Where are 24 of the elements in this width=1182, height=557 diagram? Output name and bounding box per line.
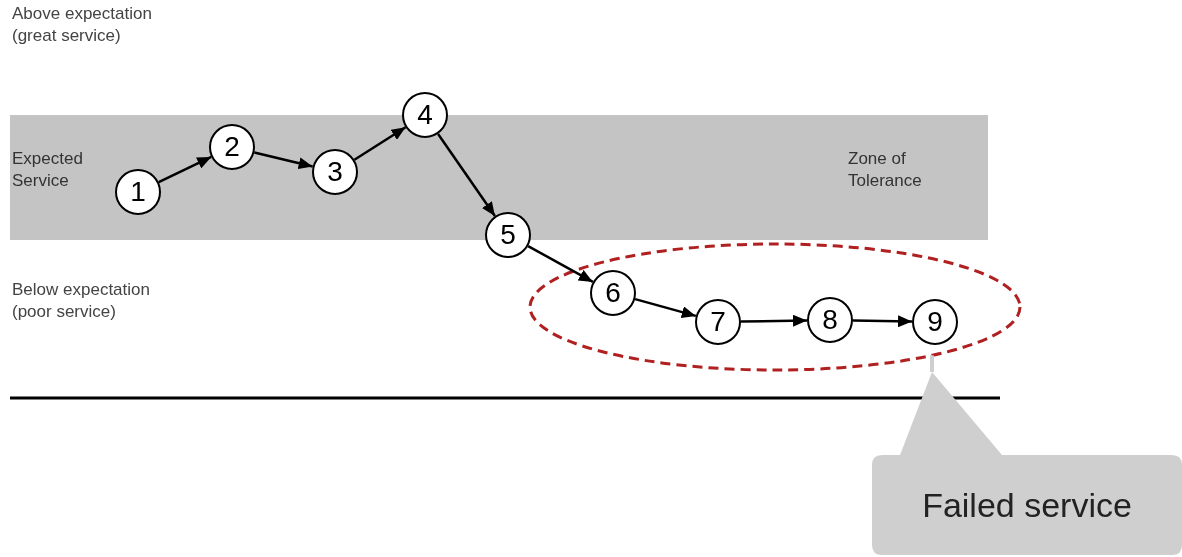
- band-label: Expected Service: [12, 148, 84, 192]
- step-circle: 6: [590, 270, 636, 316]
- zone-label: Zone of Tolerance: [848, 148, 923, 192]
- arrow: [353, 126, 407, 161]
- dashed-ellipse: [528, 242, 1022, 372]
- expectation-label: Below expectation (poor service): [12, 279, 151, 323]
- arrow: [740, 314, 808, 327]
- arrow: [852, 315, 913, 328]
- expectation-label: Above expectation (great service): [12, 3, 153, 47]
- step-circle: 5: [485, 212, 531, 258]
- callout-bubble: Failed service: [872, 372, 1182, 555]
- step-circle: 3: [312, 149, 358, 195]
- step-circle: 4: [402, 92, 448, 138]
- arrow: [158, 155, 212, 184]
- arrow: [527, 245, 594, 283]
- arrow: [634, 297, 697, 318]
- step-circle: 7: [695, 299, 741, 345]
- arrow: [437, 133, 496, 217]
- step-circle: 1: [115, 169, 161, 215]
- arrow: [254, 151, 313, 170]
- step-circle: 2: [209, 124, 255, 170]
- step-circle: 8: [807, 297, 853, 343]
- step-circle: 9: [912, 299, 958, 345]
- leader-line: [930, 355, 934, 372]
